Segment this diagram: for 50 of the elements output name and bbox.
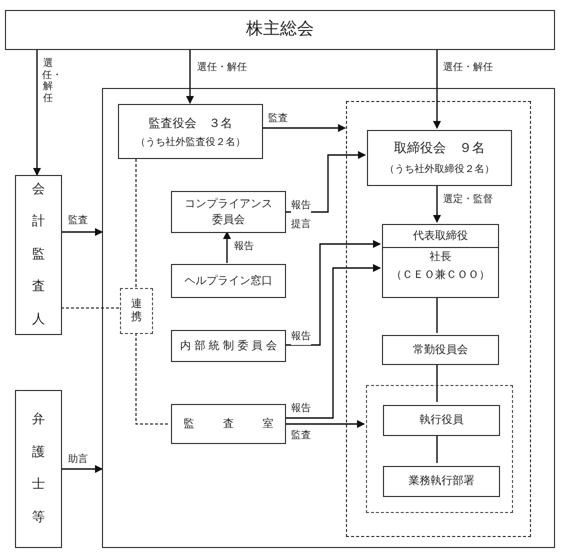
node-text: （うち社外監査役２名） xyxy=(136,136,246,150)
process-box xyxy=(367,130,512,186)
node-text: 連携 xyxy=(131,298,142,324)
process-box xyxy=(171,404,286,444)
arrow xyxy=(262,124,346,132)
process-box xyxy=(171,191,286,233)
arrow xyxy=(285,264,381,419)
node-text: 監査役会 ３名 xyxy=(148,114,232,132)
dashed-group-frame xyxy=(346,101,531,537)
node-text: 会計監査人 xyxy=(32,180,45,329)
connector-line xyxy=(436,296,438,333)
node-text: 社長 xyxy=(430,249,452,265)
process-box xyxy=(383,405,500,436)
node-text: 監査室 xyxy=(183,416,302,430)
node-text: 株主総会 xyxy=(246,18,314,42)
process-box xyxy=(383,466,500,497)
arrow xyxy=(186,50,194,104)
dotted-group-frame xyxy=(366,385,513,513)
node-text: ヘルプライン窓口 xyxy=(184,272,272,289)
vertical-box xyxy=(15,390,62,548)
company-frame xyxy=(102,88,555,548)
arrow xyxy=(433,50,441,129)
dashed-connector xyxy=(136,332,170,424)
arrow xyxy=(223,231,231,263)
arrow xyxy=(33,50,41,176)
node-text: （うち社外取締役２名） xyxy=(384,162,494,177)
node-text: 弁護士等 xyxy=(32,411,45,526)
node-text: 常勤役員会 xyxy=(413,342,468,358)
dotted-box xyxy=(120,288,153,334)
process-box xyxy=(382,335,499,365)
process-box xyxy=(118,104,263,159)
arrow xyxy=(62,228,103,236)
node-text: 代表取締役 xyxy=(383,225,498,248)
connector-line xyxy=(436,363,438,402)
node-text: 取締役会 ９名 xyxy=(394,140,485,158)
process-box xyxy=(171,264,286,298)
node-text: （ＣＥＯ兼ＣＯＯ） xyxy=(391,266,490,283)
node-text: コンプライアンス委員会 xyxy=(184,196,274,228)
edge-label: 報告 xyxy=(291,329,311,345)
node-text: 業務執行部署 xyxy=(408,473,474,490)
arrow xyxy=(433,184,441,223)
process-box xyxy=(171,330,286,362)
arrow xyxy=(62,465,103,473)
split-box xyxy=(382,224,499,298)
vertical-box xyxy=(15,175,62,335)
node-text: 内部統制委員会 xyxy=(180,338,280,354)
arrow xyxy=(285,420,365,428)
arrow xyxy=(285,240,381,346)
node-text: 執行役員 xyxy=(420,412,464,428)
header-box xyxy=(5,10,555,50)
